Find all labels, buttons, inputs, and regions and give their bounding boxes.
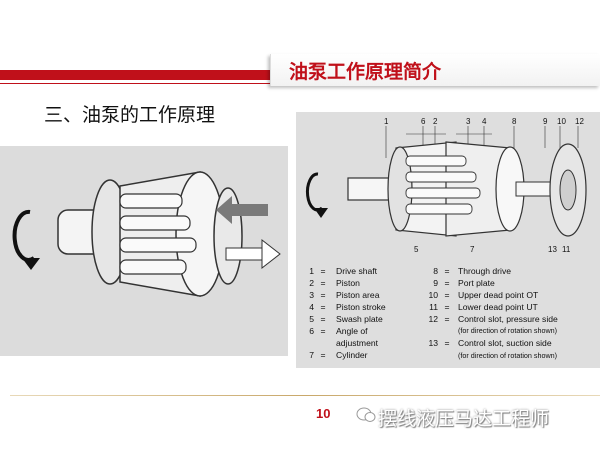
- legend-eq: =: [444, 290, 450, 300]
- label-3: 3: [466, 117, 471, 126]
- slide-title: 油泵工作原理简介: [289, 60, 442, 83]
- legend-row: 7 = Cylinder (for direction of rotation …: [300, 350, 596, 362]
- pump-drawing: [12, 171, 281, 297]
- legend-text: Control slot, pressure side: [458, 314, 558, 324]
- label-9: 9: [543, 117, 548, 126]
- legend-text: Swash plate: [336, 314, 383, 324]
- label-12: 12: [575, 117, 584, 126]
- label-7: 7: [470, 245, 475, 254]
- legend-num: 3: [309, 290, 314, 300]
- legend-num: 1: [309, 266, 314, 276]
- legend-row: (for direction of rotation shown): [300, 325, 596, 337]
- legend-text: Control slot, suction side: [458, 338, 552, 348]
- flow-out-arrow-icon: [225, 238, 281, 270]
- legend-row: adjustment 13 = Control slot, suction si…: [300, 338, 596, 350]
- legend-eq: =: [444, 278, 450, 288]
- legend-num: 8: [433, 266, 438, 276]
- label-4: 4: [482, 117, 487, 126]
- label-11: 11: [562, 245, 571, 254]
- label-13: 13: [548, 245, 557, 254]
- legend-num: 13: [428, 338, 438, 348]
- legend-text: Through drive: [458, 266, 512, 276]
- legend-eq: =: [444, 266, 450, 276]
- legend-text: Piston: [336, 278, 360, 288]
- legend-eq: =: [444, 302, 450, 312]
- legend-text: Port plate: [458, 278, 495, 288]
- legend-text: adjustment: [336, 338, 379, 348]
- pump-illustration-left: [0, 146, 288, 356]
- legend-eq: =: [444, 314, 450, 324]
- legend-num: 11: [429, 302, 438, 312]
- section-heading: 三、油泵的工作原理: [44, 104, 216, 126]
- footer-divider: [10, 395, 600, 396]
- legend-eq: =: [320, 290, 326, 300]
- legend-eq: =: [444, 338, 450, 348]
- legend-text: Drive shaft: [336, 266, 378, 276]
- legend-num: 6: [309, 326, 314, 336]
- legend-text: Piston area: [336, 290, 380, 300]
- legend-row: 1 = Drive shaft 8 = Through drive: [300, 266, 596, 278]
- rotation-arrow-icon: [305, 172, 328, 218]
- legend-text: Lower dead point UT: [458, 302, 538, 312]
- legend-text: Angle of: [336, 326, 368, 336]
- legend-num: 9: [433, 278, 438, 288]
- watermark-text: 摆线液压马达工程师: [378, 408, 550, 430]
- pump-diagram-right: 1 6 2 3 4 8 9 10 12: [296, 112, 600, 368]
- label-8: 8: [512, 117, 517, 126]
- legend-num: 12: [428, 314, 438, 324]
- label-1: 1: [384, 117, 389, 126]
- legend-num: 4: [309, 302, 314, 312]
- legend-subtext: (for direction of rotation shown): [458, 351, 558, 360]
- legend-eq: =: [320, 266, 326, 276]
- wechat-icon: [356, 407, 376, 422]
- flow-in-arrow-icon: [216, 196, 268, 224]
- legend-num: 10: [428, 290, 438, 300]
- legend-row: 4 = Piston stroke 11 = Lower dead point …: [300, 302, 596, 314]
- legend-row: 2 = Piston 9 = Port plate: [300, 278, 596, 290]
- label-2: 2: [433, 117, 438, 126]
- legend-num: 2: [309, 278, 314, 288]
- rotation-arrow-icon: [12, 209, 40, 270]
- page-number: 10: [316, 406, 331, 421]
- label-6: 6: [421, 117, 426, 126]
- legend-row: 3 = Piston area 10 = Upper dead point OT: [300, 290, 596, 302]
- legend-eq: =: [320, 302, 326, 312]
- legend-text: Piston stroke: [336, 302, 386, 312]
- legend-eq: =: [320, 314, 326, 324]
- label-10: 10: [557, 117, 566, 126]
- legend-eq: =: [320, 326, 326, 336]
- pistons: [119, 193, 197, 275]
- legend-text: Upper dead point OT: [458, 290, 539, 300]
- technical-diagram: 1 6 2 3 4 8 9 10 12: [305, 117, 587, 254]
- header-title-box: 油泵工作原理简介: [270, 54, 600, 86]
- legend-text: Cylinder: [336, 350, 368, 360]
- legend-eq: =: [320, 278, 326, 288]
- legend-num: 5: [309, 314, 314, 324]
- legend-row: 5 = Swash plate 12 = Control slot, press…: [300, 314, 596, 326]
- label-5: 5: [414, 245, 419, 254]
- legend-subtext: (for direction of rotation shown): [458, 326, 558, 335]
- legend-num: 7: [309, 350, 314, 360]
- legend-eq: =: [320, 350, 326, 360]
- legend-row: 6 = Angle of: [300, 326, 596, 338]
